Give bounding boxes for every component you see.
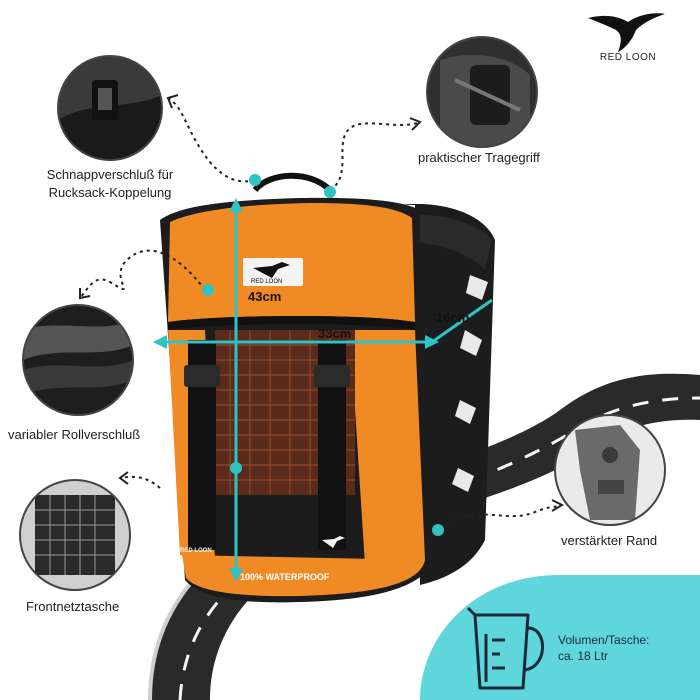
bottom-logo-text: RED LOON: [180, 548, 212, 554]
dimension-depth-label: 16cm: [436, 310, 469, 325]
callout-arrows: [79, 97, 563, 531]
volume-panel: [420, 575, 700, 700]
callout-frontnet: Frontnetztasche: [26, 599, 120, 614]
measuring-jug-icon: [466, 606, 544, 690]
dimension-width-label: 33cm: [318, 326, 351, 341]
callout-buckle: Schnappverschluß für Rucksack-Koppelung: [30, 166, 190, 202]
detail-photo-rolltop: [22, 304, 134, 416]
bag-logo-text: RED LOON: [251, 279, 282, 285]
volume-line1: Volumen/Tasche:: [558, 633, 650, 647]
callout-handle: praktischer Tragegriff: [418, 150, 540, 165]
volume-line2: ca. 18 Ltr: [558, 649, 609, 663]
dimension-lines: [153, 198, 493, 582]
brand-name: RED LOON: [599, 52, 657, 63]
callout-rolltop: variabler Rollverschluß: [8, 427, 141, 442]
detail-photo-edge: [554, 414, 666, 526]
detail-photo-buckle: [57, 55, 163, 161]
callout-buckle-line1: Schnappverschluß für: [46, 167, 174, 182]
arrow-heads: [79, 94, 565, 512]
bicycle-pannier-bag: [160, 172, 495, 603]
waterproof-text: 100% WATERPROOF: [240, 572, 330, 582]
dimension-height-label: 43cm: [248, 289, 281, 304]
detail-photo-handle: [426, 36, 538, 148]
callout-dots: [202, 174, 444, 536]
detail-photo-frontnet: [19, 479, 131, 591]
volume-info: Volumen/Tasche: ca. 18 Ltr: [558, 632, 649, 664]
callout-edge: verstärkter Rand: [561, 533, 658, 548]
callout-buckle-line2: Rucksack-Koppelung: [48, 185, 172, 200]
red-loon-logo-icon: [588, 13, 665, 52]
